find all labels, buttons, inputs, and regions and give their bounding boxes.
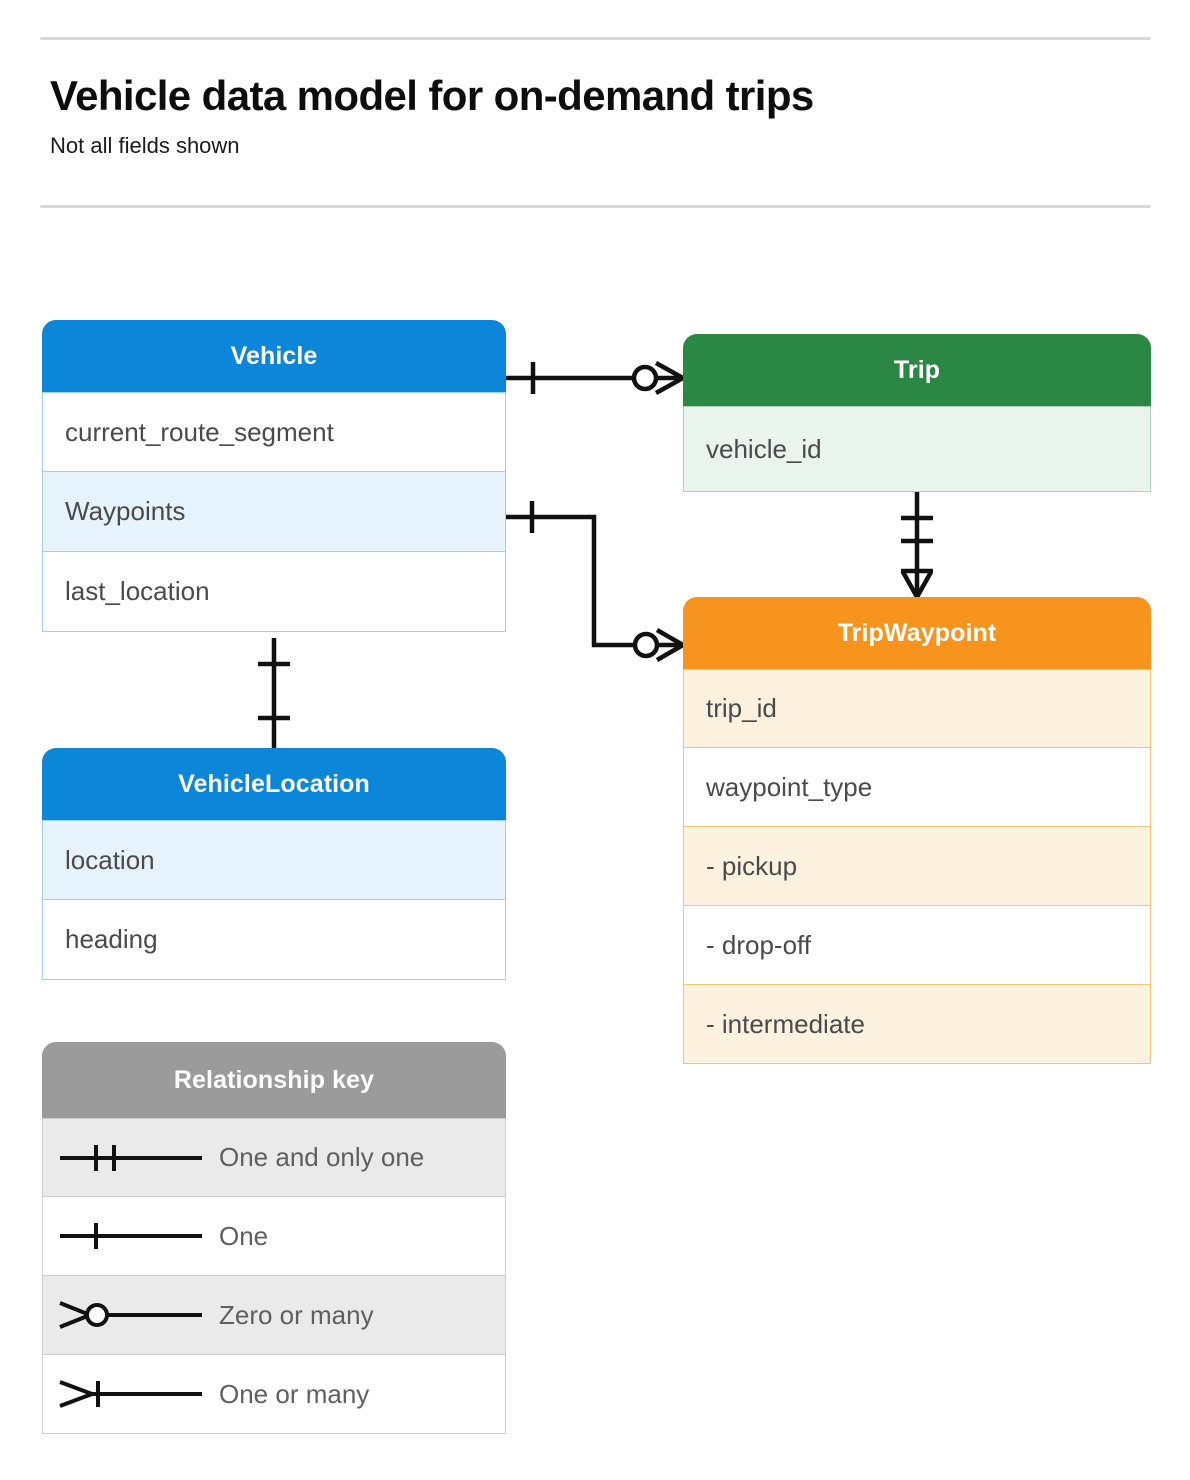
legend-label-zero-or-many: Zero or many xyxy=(219,1299,374,1330)
legend-label-one-and-only-one: One and only one xyxy=(219,1142,425,1172)
relationship-key-legend: Relationship key One and only one xyxy=(42,1042,506,1434)
relationship-vehicle-trip xyxy=(506,361,685,395)
relationship-vehicle-vehiclelocation xyxy=(258,638,290,748)
legend-row-one-or-many: One or many xyxy=(42,1355,506,1434)
relationship-trip-tripwaypoint xyxy=(901,492,933,599)
field-waypoint-type[interactable]: waypoint_type xyxy=(683,748,1151,827)
legend-row-zero-or-many: Zero or many xyxy=(42,1276,506,1355)
header-divider-bottom xyxy=(40,205,1151,208)
one-or-many-icon xyxy=(43,1374,219,1414)
legend-label-one: One xyxy=(219,1220,269,1251)
entity-vehiclelocation-title: VehicleLocation xyxy=(42,748,506,820)
field-last-location[interactable]: last_location xyxy=(42,552,506,632)
field-location[interactable]: location xyxy=(42,820,506,900)
relationship-key-rows: One and only one One xyxy=(42,1118,506,1434)
entity-tripwaypoint-fields: trip_id waypoint_type - pickup - drop-of… xyxy=(683,669,1151,1064)
relationship-key-title: Relationship key xyxy=(42,1042,506,1118)
entity-vehicle[interactable]: Vehicle current_route_segment Waypoints … xyxy=(42,320,506,632)
legend-label-one-or-many: One or many xyxy=(219,1378,370,1409)
entity-trip-fields: vehicle_id xyxy=(683,406,1151,492)
entity-trip[interactable]: Trip vehicle_id xyxy=(683,334,1151,492)
page-subtitle: Not all fields shown xyxy=(50,133,240,158)
field-waypoint-type-pickup[interactable]: - pickup xyxy=(683,827,1151,906)
one-and-only-one-icon xyxy=(43,1138,219,1178)
one-icon xyxy=(43,1216,219,1256)
entity-trip-title: Trip xyxy=(683,334,1151,406)
zero-or-many-icon xyxy=(43,1295,219,1335)
field-waypoint-type-dropoff[interactable]: - drop-off xyxy=(683,906,1151,985)
field-waypoints[interactable]: Waypoints xyxy=(42,472,506,552)
relationship-waypoints-tripwaypoint xyxy=(506,501,685,662)
legend-row-one-and-only-one: One and only one xyxy=(42,1118,506,1197)
entity-tripwaypoint-title: TripWaypoint xyxy=(683,597,1151,669)
entity-vehicle-title: Vehicle xyxy=(42,320,506,392)
entity-vehicle-fields: current_route_segment Waypoints last_loc… xyxy=(42,392,506,632)
entity-tripwaypoint[interactable]: TripWaypoint trip_id waypoint_type - pic… xyxy=(683,597,1151,1064)
field-current-route-segment[interactable]: current_route_segment xyxy=(42,392,506,472)
field-trip-id[interactable]: trip_id xyxy=(683,669,1151,748)
entity-vehiclelocation-fields: location heading xyxy=(42,820,506,980)
field-vehicle-id[interactable]: vehicle_id xyxy=(683,406,1151,492)
field-waypoint-type-intermediate[interactable]: - intermediate xyxy=(683,985,1151,1064)
header-divider-top xyxy=(40,37,1151,40)
legend-row-one: One xyxy=(42,1197,506,1276)
field-heading[interactable]: heading xyxy=(42,900,506,980)
entity-vehiclelocation[interactable]: VehicleLocation location heading xyxy=(42,748,506,980)
page-title: Vehicle data model for on-demand trips xyxy=(50,72,814,119)
